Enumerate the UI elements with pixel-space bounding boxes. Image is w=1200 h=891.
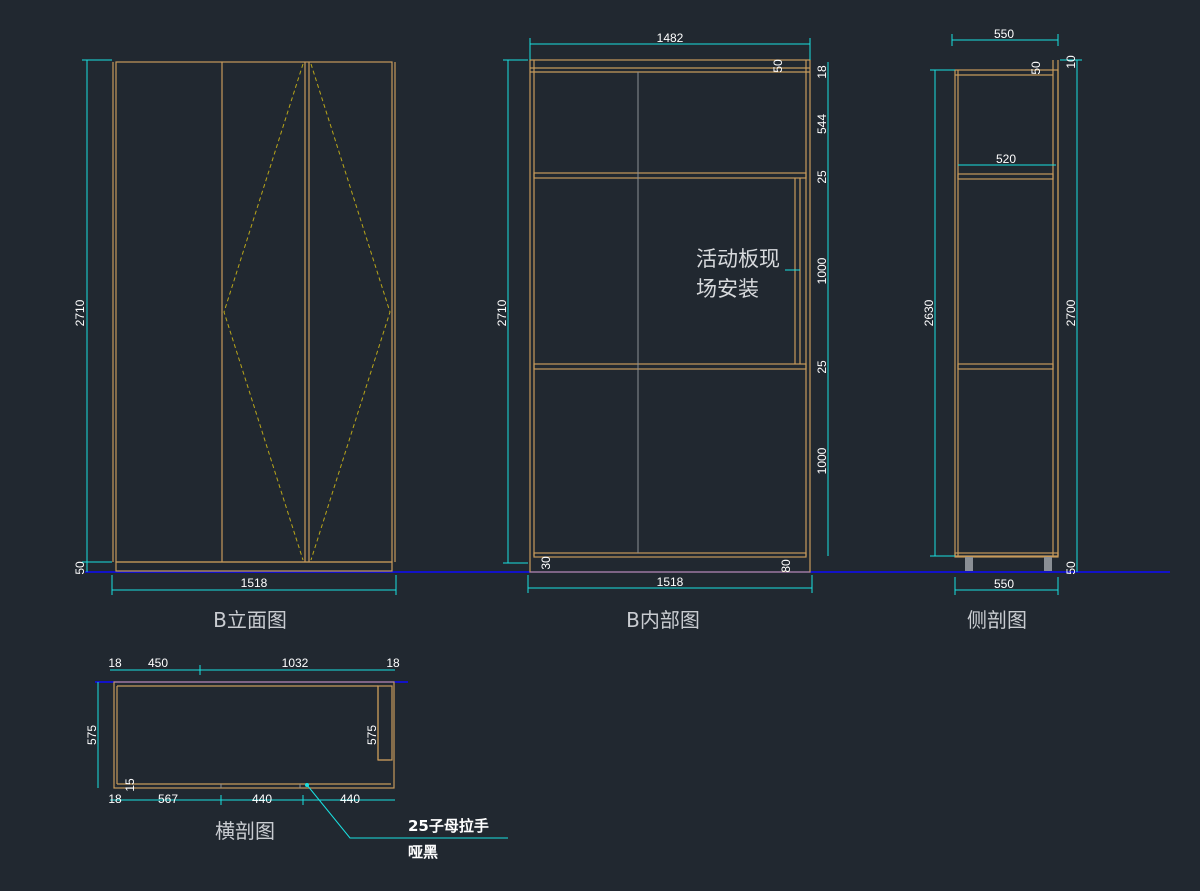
plan-view: 18 450 1032 18 575 575 15 18 567 440 440… [85,656,508,861]
section-left-height-dim: 2630 [922,299,936,326]
section-view: 550 520 2630 2700 10 50 50 550 侧剖图 [922,27,1082,632]
plan-left-dim: 575 [85,725,99,745]
interior-caption: B内部图 [626,608,700,632]
elevation-outline [115,61,393,563]
interior-bottom-left-dim: 30 [539,556,553,570]
plan-outline [113,681,395,789]
plan-top-dim-1: 450 [148,656,168,670]
interior-inner-top-dim: 50 [771,59,785,73]
shelf-upper [533,172,807,179]
plan-bottom-dim-3: 440 [340,792,360,806]
section-caption: 侧剖图 [967,608,1027,632]
section-bottom-panel [954,552,1059,558]
plan-bottom-dim-1: 567 [158,792,178,806]
handle-leader [306,784,508,839]
section-shelf-dim: 520 [996,152,1016,166]
interior-bottom-right-dim: 80 [779,559,793,573]
interior-bottom-width-dim: 1518 [657,575,684,589]
interior-outline [529,59,811,573]
section-bottom-dim: 550 [994,577,1014,591]
plan-top-dim-0: 18 [108,656,122,670]
interior-view: 活动板现 场安装 1482 2710 18 544 25 1000 25 100… [495,31,829,632]
interior-right-dim-1: 544 [815,114,829,134]
plan-bottom-dim-2: 440 [252,792,272,806]
door-swing-right [310,63,391,561]
section-inner-top-dim: 50 [1029,61,1043,75]
plan-side-panel [377,685,393,761]
section-top-dim: 550 [994,27,1014,41]
elevation-base-dim: 50 [73,561,87,575]
plan-top-dim-3: 18 [386,656,400,670]
interior-right-dim-2: 25 [815,170,829,184]
interior-right-dim-5: 1000 [815,447,829,474]
interior-right-dim-4: 25 [815,360,829,374]
section-outline [954,69,1059,557]
elevation-view: 2710 50 1518 B立面图 [73,59,397,632]
interior-right-dim-0: 18 [815,65,829,79]
section-right-height-dim: 2700 [1064,299,1078,326]
door-swing-left [223,63,304,561]
handle-marker [305,783,309,787]
plan-note-line2: 哑黑 [408,843,438,861]
plan-small-dim: 15 [123,778,137,792]
interior-height-dim: 2710 [495,299,509,326]
section-shelf-2 [957,363,1054,370]
leveling-foot-left [965,557,973,571]
plan-note-line1: 25子母拉手 [408,817,489,835]
shelf-lower [533,363,807,370]
section-top-right-dim: 10 [1064,55,1078,69]
elevation-caption: B立面图 [213,608,287,632]
plan-inner-dim: 575 [365,725,379,745]
elevation-plinth [115,561,393,572]
plan-top-dim-2: 1032 [282,656,309,670]
elevation-width-dim: 1518 [241,576,268,590]
interior-note-line2: 场安装 [696,277,759,301]
interior-right-dim-3: 1000 [815,257,829,284]
section-shelf-1 [957,173,1054,180]
plan-caption: 横剖图 [215,819,275,843]
elevation-height-dim: 2710 [73,299,87,326]
plan-bottom-dim-0: 18 [108,792,122,806]
interior-bottom-panel [533,552,807,558]
section-bottom-right-dim: 50 [1064,561,1078,575]
interior-note-line1: 活动板现 [696,247,780,271]
interior-top-width-dim: 1482 [657,31,684,45]
leveling-foot-right [1044,557,1052,571]
